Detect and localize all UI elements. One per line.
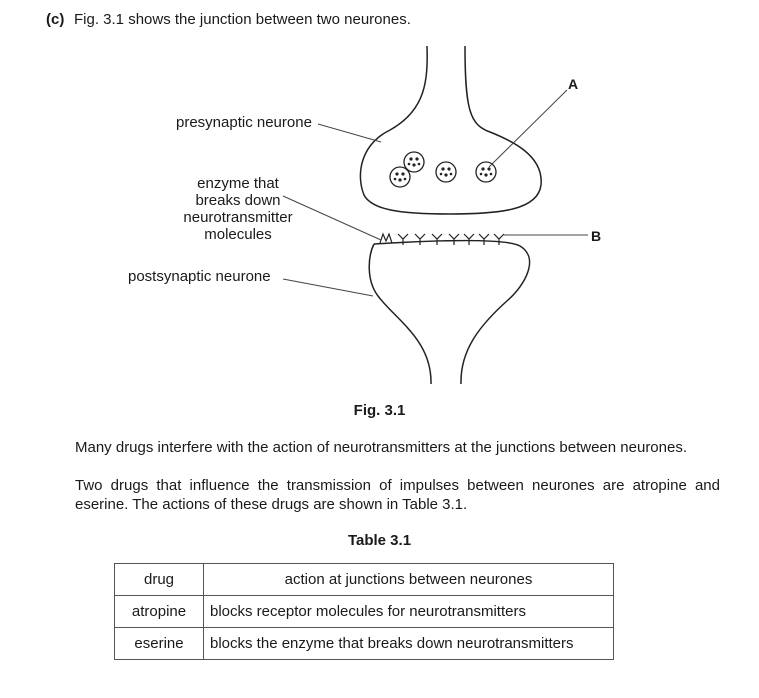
table-caption: Table 3.1 <box>347 532 412 549</box>
presynaptic-neurone-outline <box>359 45 542 215</box>
postsynaptic-neurone-outline-right <box>373 239 531 385</box>
enzyme-molecule <box>379 232 393 244</box>
header-action: action at junctions between neurones <box>203 563 614 596</box>
table-header-row: drug action at junctions between neurone… <box>114 563 614 596</box>
table-row: eserine blocks the enzyme that breaks do… <box>114 627 614 660</box>
table-row: atropine blocks receptor molecules for n… <box>114 595 614 628</box>
vesicle-group <box>389 151 497 188</box>
vesicle <box>403 151 425 173</box>
question-part-label: (c) <box>46 11 65 28</box>
enzyme-label-line-2: breaks down <box>195 192 281 209</box>
drug-cell: eserine <box>114 627 204 660</box>
postsynaptic-neurone-label: postsynaptic neurone <box>128 268 271 285</box>
enzyme-label-line-3: neurotransmitter <box>183 209 293 226</box>
drug-action-table: drug action at junctions between neurone… <box>114 563 614 660</box>
paragraph-1: Many drugs interfere with the action of … <box>75 439 688 456</box>
enzyme-label-line <box>282 195 382 241</box>
vesicle <box>389 166 411 188</box>
action-cell: blocks the enzyme that breaks down neuro… <box>203 627 614 660</box>
drug-cell: atropine <box>114 595 204 628</box>
enzyme-label-line-4: molecules <box>204 226 272 243</box>
figure-caption: Fig. 3.1 <box>353 402 406 419</box>
question-intro: Fig. 3.1 shows the junction between two … <box>74 11 411 28</box>
action-cell: blocks receptor molecules for neurotrans… <box>203 595 614 628</box>
enzyme-label-line-1: enzyme that <box>197 175 279 192</box>
synapse-diagram <box>282 45 588 385</box>
presynaptic-label-line <box>317 123 382 143</box>
postsynaptic-label-line <box>282 278 374 297</box>
vesicle <box>435 161 457 183</box>
header-drug: drug <box>114 563 204 596</box>
label-b: B <box>591 228 602 244</box>
postsynaptic-neurone-outline <box>368 243 432 385</box>
receptor-molecules <box>379 232 505 245</box>
enzyme-label: enzyme that breaks down neurotransmitter… <box>170 175 306 243</box>
paragraph-2: Two drugs that influence the transmissio… <box>75 477 720 513</box>
label-a: A <box>568 76 579 92</box>
presynaptic-neurone-label: presynaptic neurone <box>176 114 312 131</box>
a-label-line <box>488 89 568 168</box>
vesicle <box>475 161 497 183</box>
